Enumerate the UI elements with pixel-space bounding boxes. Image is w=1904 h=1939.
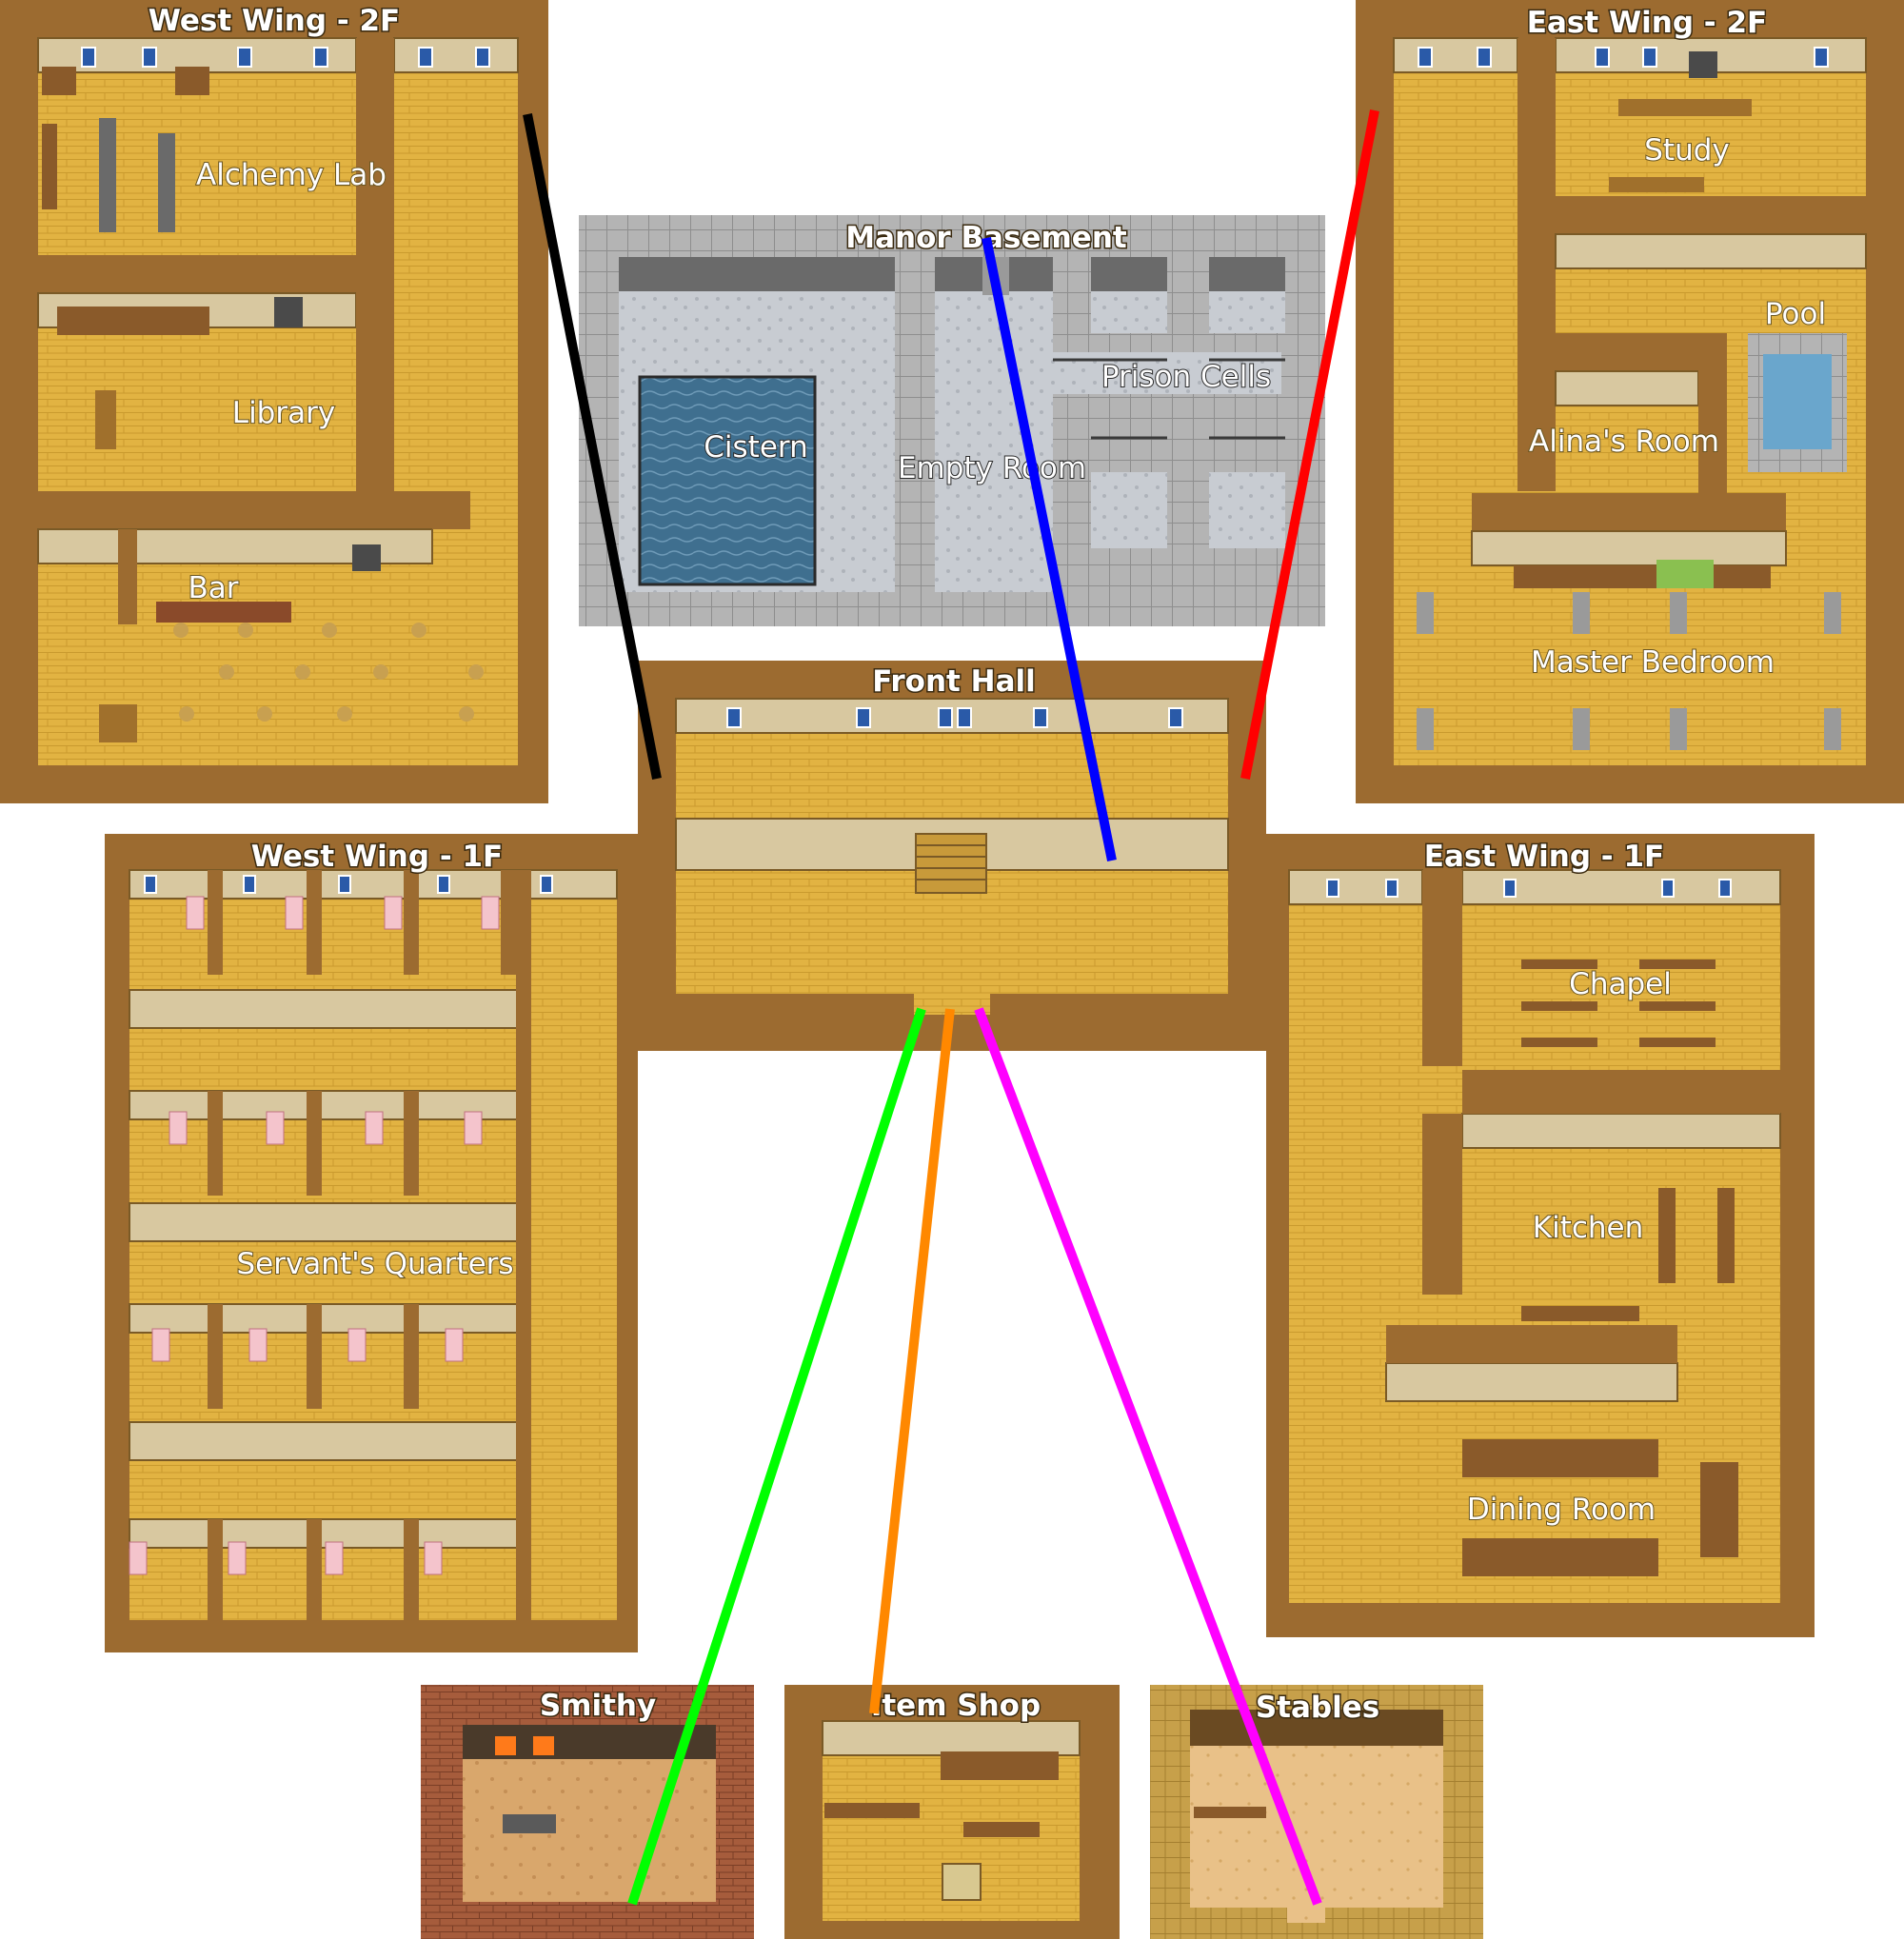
west-wing-2f-title: West Wing - 2F bbox=[149, 4, 400, 38]
manor-basement: Manor Basement Cistern Empty Room Prison… bbox=[579, 215, 1325, 626]
empty-room-label: Empty Room bbox=[898, 451, 1086, 485]
master-bedroom-label: Master Bedroom bbox=[1531, 645, 1775, 680]
connector-item-shop bbox=[869, 1008, 955, 1714]
east-wing-1f-title: East Wing - 1F bbox=[1424, 840, 1664, 874]
front-hall: Front Hall bbox=[638, 661, 1266, 1051]
smithy: Smithy bbox=[421, 1685, 754, 1939]
cistern-label: Cistern bbox=[704, 430, 807, 465]
connector-west-wing-2f bbox=[523, 113, 662, 780]
pool-label: Pool bbox=[1765, 297, 1826, 331]
west-wing-2f: West Wing - 2F Alchemy Lab Library Bar bbox=[0, 0, 548, 803]
connector-stables bbox=[974, 1007, 1322, 1906]
chapel-label: Chapel bbox=[1569, 967, 1672, 1001]
smithy-title: Smithy bbox=[540, 1689, 656, 1723]
west-wing-1f: West Wing - 1F Servant's Quarters bbox=[105, 834, 638, 1652]
prison-cells-label: Prison Cells bbox=[1101, 360, 1271, 394]
east-wing-2f: East Wing - 2F Study Pool Alina's Room M… bbox=[1356, 0, 1904, 803]
front-hall-title: Front Hall bbox=[872, 664, 1036, 699]
library-label: Library bbox=[232, 396, 335, 430]
servants-quarters-label: Servant's Quarters bbox=[236, 1247, 513, 1281]
dining-room-label: Dining Room bbox=[1467, 1493, 1656, 1527]
connector-smithy bbox=[627, 1007, 926, 1906]
connector-east-wing-2f bbox=[1240, 109, 1379, 780]
east-wing-1f: East Wing - 1F Chapel Kitchen Dining Roo… bbox=[1266, 834, 1815, 1637]
connector-manor-basement bbox=[982, 237, 1117, 861]
kitchen-label: Kitchen bbox=[1533, 1211, 1644, 1245]
alinas-room-label: Alina's Room bbox=[1529, 425, 1719, 459]
west-wing-1f-title: West Wing - 1F bbox=[251, 840, 503, 874]
alchemy-lab-label: Alchemy Lab bbox=[196, 158, 387, 192]
connectors bbox=[523, 109, 1379, 1906]
bar-label: Bar bbox=[188, 571, 238, 605]
stables: Stables bbox=[1150, 1685, 1483, 1939]
east-wing-2f-title: East Wing - 2F bbox=[1527, 6, 1767, 40]
item-shop: Item Shop bbox=[784, 1685, 1120, 1939]
stables-title: Stables bbox=[1256, 1691, 1379, 1725]
item-shop-title: Item Shop bbox=[871, 1689, 1041, 1723]
study-label: Study bbox=[1644, 133, 1730, 168]
